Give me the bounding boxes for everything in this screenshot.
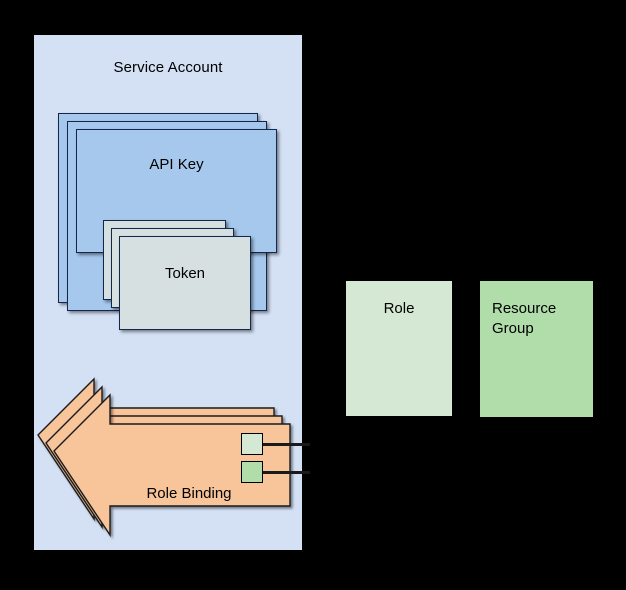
token-card-front[interactable]: Token <box>119 236 251 330</box>
role-box-label: Role <box>383 300 415 317</box>
resource-group-box[interactable]: Resource Group <box>480 281 593 417</box>
service-account-label: Service Account <box>113 59 223 76</box>
role-box[interactable]: Role <box>346 281 452 416</box>
connector-square-resource[interactable] <box>241 461 263 483</box>
api-key-label: API Key <box>149 156 204 173</box>
connector-square-role[interactable] <box>241 433 263 455</box>
resource-group-box-label: Resource Group <box>492 300 557 337</box>
connector-line-role <box>262 443 310 446</box>
token-label: Token <box>164 265 206 282</box>
role-binding-arrow-middle <box>45 385 283 530</box>
role-binding-label: Role Binding <box>146 485 232 502</box>
connector-line-resource <box>262 471 310 474</box>
